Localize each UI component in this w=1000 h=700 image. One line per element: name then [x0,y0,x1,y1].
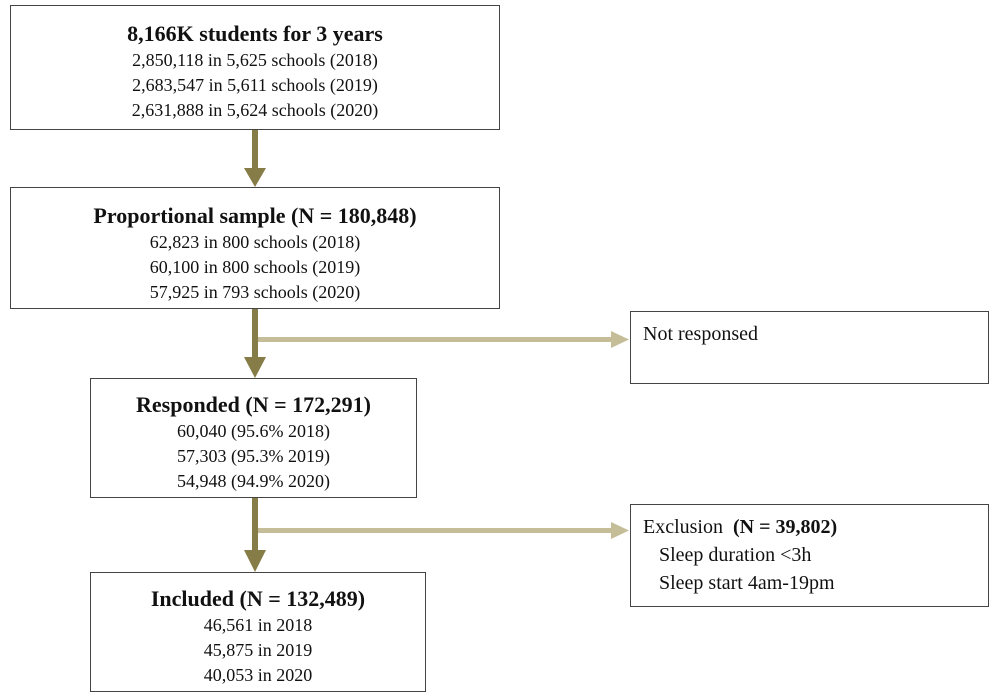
included-line-2020: 40,053 in 2020 [203,665,313,685]
sample-line-2019: 60,100 in 800 schools (2019) [149,257,361,277]
included-line-2018: 46,561 in 2018 [203,615,313,635]
population-title: 8,166K students for 3 years [127,21,383,46]
included-line-2019: 45,875 in 2019 [203,640,313,660]
main-arrow-1 [244,130,266,187]
population-line-2018: 2,850,118 in 5,625 schools (2018) [132,50,378,70]
responded-box: Responded (N = 172,291) 60,040 (95.6% 20… [90,378,417,498]
not-responsed-label: Not responsed [643,323,758,345]
exclusion-label: Exclusion [643,516,723,538]
not-responsed-box: Not responsed [630,311,989,384]
main-arrow-3 [244,498,266,572]
exclusion-box: Exclusion (N = 39,802) Sleep duration <3… [630,504,989,607]
population-line-2019: 2,683,547 in 5,611 schools (2019) [132,75,378,95]
exclusion-header: Exclusion (N = 39,802) [643,513,976,541]
main-arrow-2 [244,309,266,378]
responded-line-2019: 57,303 (95.3% 2019) [177,446,330,466]
side-arrow-exclusion [258,522,629,539]
included-title: Included (N = 132,489) [150,586,366,611]
side-arrow-not-responsed [258,331,629,348]
responded-line-2018: 60,040 (95.6% 2018) [177,421,330,441]
sample-title: Proportional sample (N = 180,848) [93,203,417,228]
responded-line-2020: 54,948 (94.9% 2020) [177,471,330,491]
responded-title: Responded (N = 172,291) [136,392,371,417]
exclusion-count: (N = 39,802) [733,516,838,538]
sample-line-2020: 57,925 in 793 schools (2020) [149,282,361,302]
exclusion-item-start: Sleep start 4am-19pm [659,572,835,594]
population-box: 8,166K students for 3 years 2,850,118 in… [10,5,500,130]
sample-box: Proportional sample (N = 180,848) 62,823… [10,187,500,309]
sample-line-2018: 62,823 in 800 schools (2018) [149,232,361,252]
population-line-2020: 2,631,888 in 5,624 schools (2020) [131,100,379,120]
included-box: Included (N = 132,489) 46,561 in 2018 45… [90,572,426,692]
exclusion-item-duration: Sleep duration <3h [659,544,812,566]
